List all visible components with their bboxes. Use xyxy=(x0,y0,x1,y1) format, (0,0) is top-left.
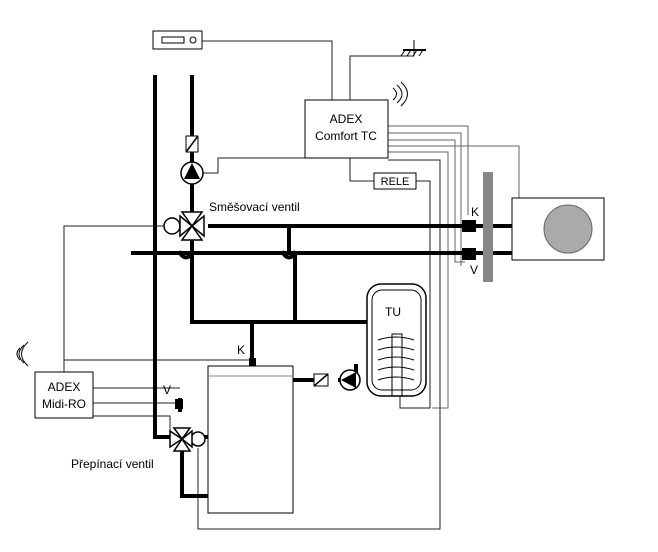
coil-icon xyxy=(377,333,415,397)
switching-valve-icon xyxy=(169,427,206,452)
circulation-pump-icon xyxy=(180,135,204,185)
wireless-signal-icon xyxy=(392,81,408,107)
relay-box: RELE xyxy=(373,172,417,190)
boiler-k-marker: K xyxy=(237,343,245,357)
relay-label: RELE xyxy=(381,176,410,188)
boiler-v-marker: V xyxy=(163,383,171,397)
earth-icon xyxy=(400,40,426,57)
comfort-line1: ADEX xyxy=(330,112,363,126)
midi-line2: Midi-RO xyxy=(42,397,86,411)
wireless-signal-icon xyxy=(16,341,29,367)
hp-k-marker: K xyxy=(471,205,479,219)
controller-comfort-tc: ADEX Comfort TC xyxy=(304,99,389,159)
tank-label: TU xyxy=(385,305,401,319)
boiler-pump-icon xyxy=(313,369,361,391)
midi-line1: ADEX xyxy=(48,380,81,394)
controller-midi-ro: ADEX Midi-RO xyxy=(34,371,94,419)
heat-pump-unit xyxy=(462,172,605,282)
comfort-line2: Comfort TC xyxy=(315,129,377,143)
room-thermostat xyxy=(152,30,203,50)
switching-valve-label: Přepínací ventil xyxy=(71,457,154,471)
storage-tank xyxy=(366,283,427,397)
mixing-valve-label: Směšovací ventil xyxy=(209,200,300,214)
hp-v-marker: V xyxy=(470,263,478,277)
boiler xyxy=(175,358,294,514)
mixing-valve-icon xyxy=(163,211,205,241)
